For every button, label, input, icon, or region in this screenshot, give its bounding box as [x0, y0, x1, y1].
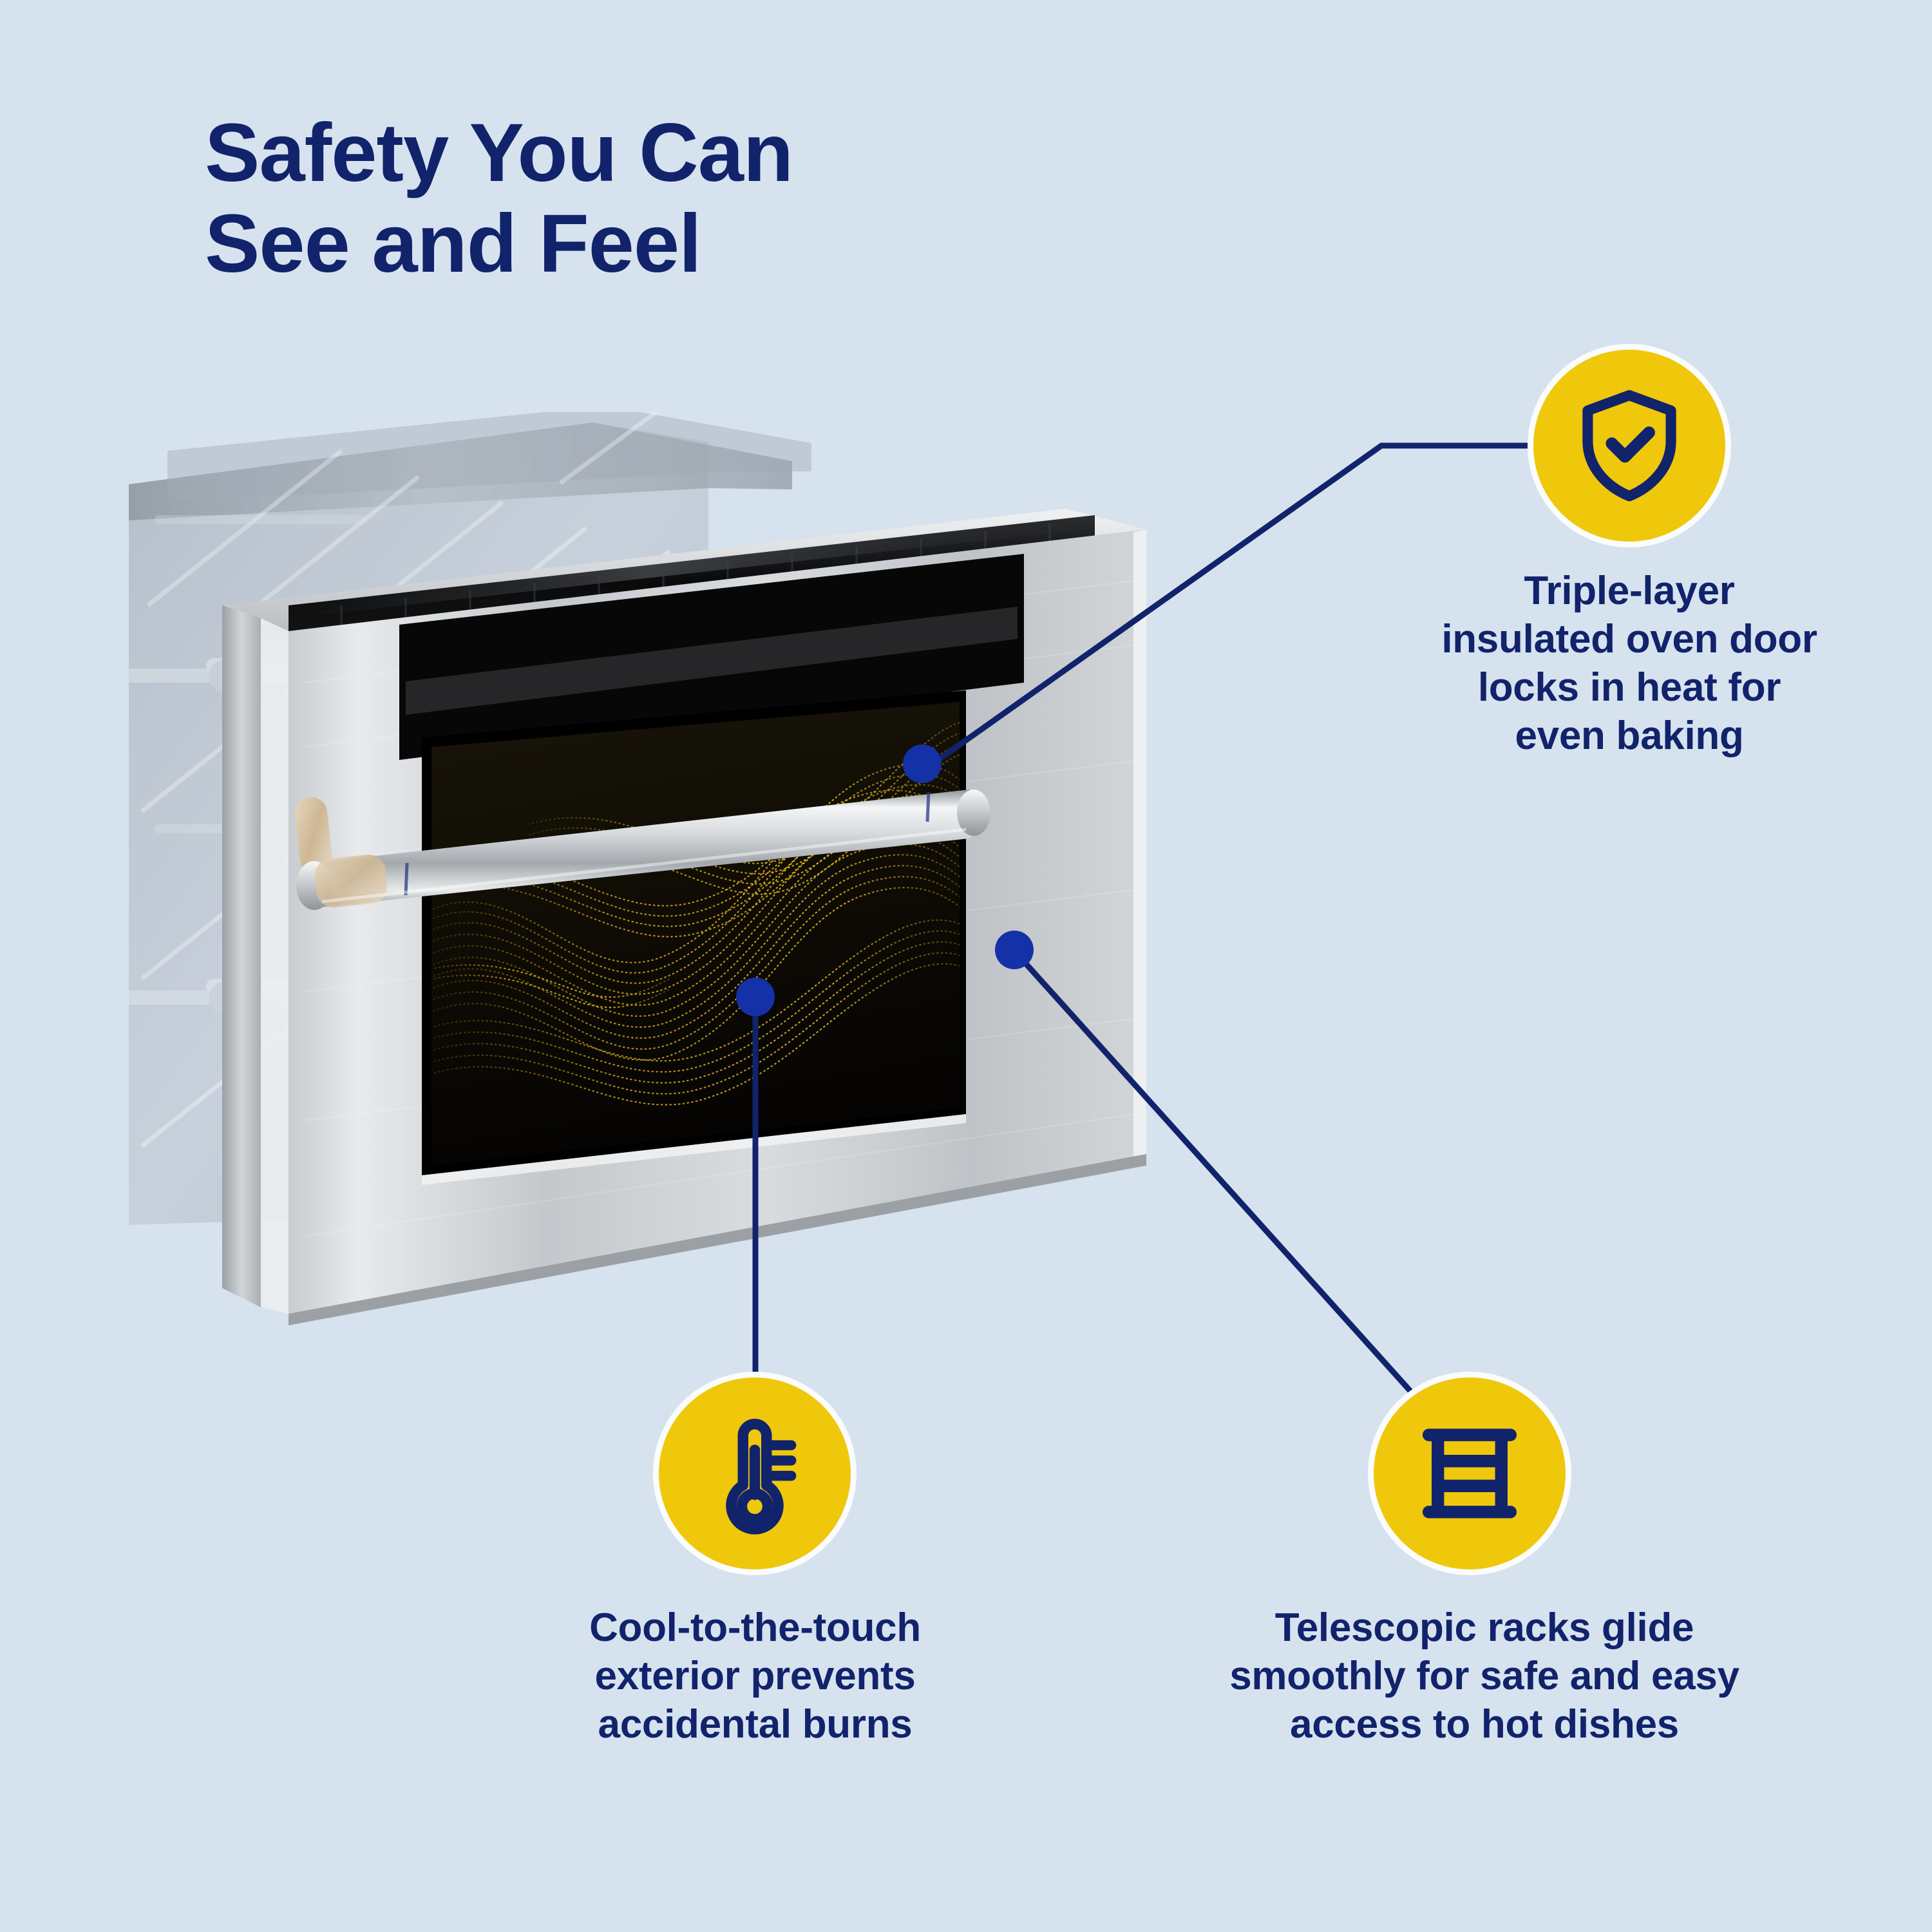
oven-svg: [129, 412, 1146, 1325]
feature-caption-triple-layer: Triple-layer insulated oven door locks i…: [1441, 569, 1817, 759]
product-illustration: [129, 412, 1288, 1352]
oven-door-handle: [295, 790, 990, 910]
feature-badge-telescopic-racks[interactable]: [1368, 1372, 1571, 1575]
feature-badge-cool-touch[interactable]: [653, 1372, 857, 1575]
thermometer-icon: [703, 1412, 806, 1535]
page-title: Safety You Can See and Feel: [205, 107, 793, 290]
oven-door-panel: [222, 529, 1146, 1325]
feature-caption-telescopic-racks: Telescopic racks glide smoothly for safe…: [1229, 1605, 1739, 1747]
oven-rack-icon: [1413, 1417, 1526, 1530]
shield-check-icon: [1575, 388, 1684, 503]
feature-caption-cool-touch: Cool-to-the-touch exterior prevents acci…: [589, 1605, 921, 1747]
feature-badge-triple-layer[interactable]: [1528, 344, 1731, 547]
